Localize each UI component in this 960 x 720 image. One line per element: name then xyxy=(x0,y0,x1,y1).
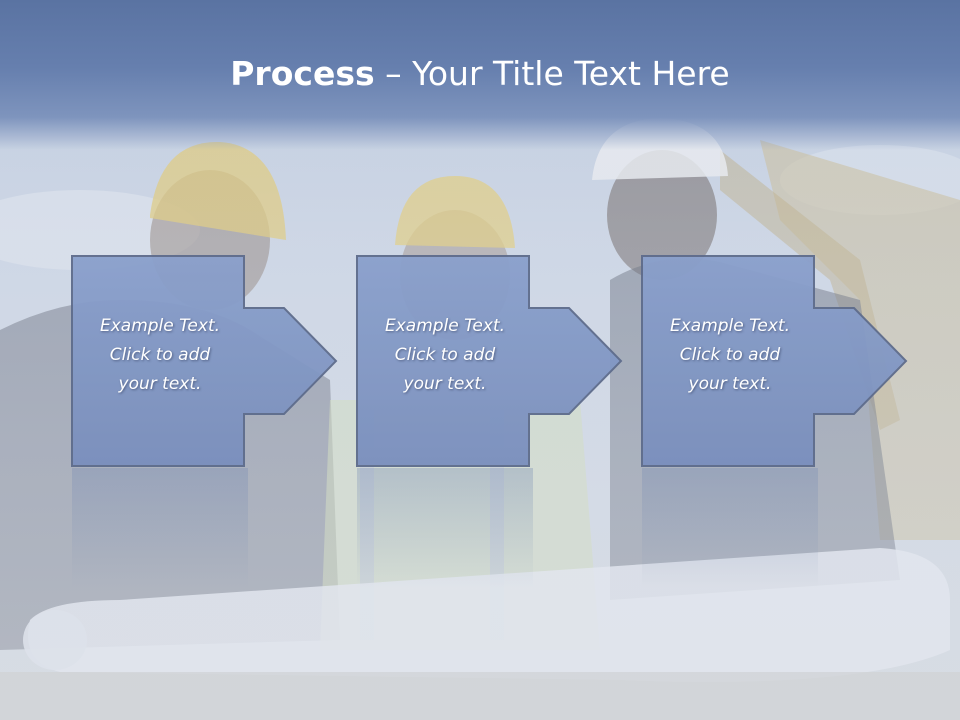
title-bold: Process xyxy=(230,54,375,93)
process-step-1[interactable]: Example Text. Click to add your text. xyxy=(71,255,372,588)
step-text[interactable]: Example Text. Click to add your text. xyxy=(74,312,246,399)
step-text-line-3: your text. xyxy=(118,374,202,394)
arrow-box-shape xyxy=(71,255,338,467)
slide-title[interactable]: Process – Your Title Text Here xyxy=(0,52,960,96)
step-text-line-2: Click to add xyxy=(394,345,496,365)
arrow-box-shape xyxy=(356,255,623,467)
step-text-line-1: Example Text. xyxy=(384,316,506,336)
step-text[interactable]: Example Text. Click to add your text. xyxy=(359,312,531,399)
process-step-2[interactable]: Example Text. Click to add your text. xyxy=(356,255,657,588)
step-reflection xyxy=(357,468,533,588)
arrow-box-shape xyxy=(641,255,908,467)
step-text-line-3: your text. xyxy=(403,374,487,394)
step-reflection xyxy=(642,468,818,588)
step-text-line-3: your text. xyxy=(688,374,772,394)
title-band xyxy=(0,0,960,150)
step-text-line-1: Example Text. xyxy=(99,316,221,336)
step-text-line-2: Click to add xyxy=(679,345,781,365)
step-text[interactable]: Example Text. Click to add your text. xyxy=(644,312,816,399)
process-step-3[interactable]: Example Text. Click to add your text. xyxy=(641,255,942,588)
step-reflection xyxy=(72,468,248,588)
step-text-line-1: Example Text. xyxy=(669,316,791,336)
title-rest: – Your Title Text Here xyxy=(374,54,730,93)
step-text-line-2: Click to add xyxy=(109,345,211,365)
